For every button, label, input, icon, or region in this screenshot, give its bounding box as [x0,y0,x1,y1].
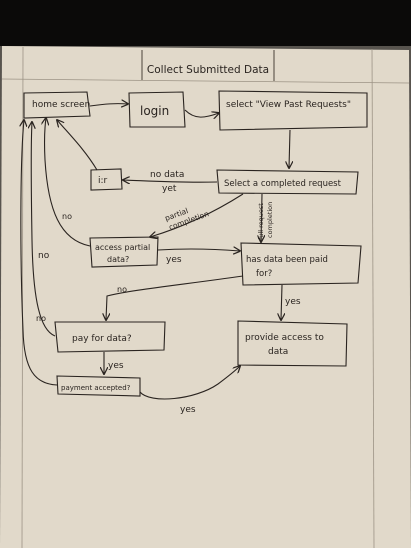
payment-accepted-label: payment accepted? [61,384,131,392]
label-yes-pay: yes [108,361,124,371]
label-yes-access-partial: yes [166,255,182,265]
edge-start-to-home [57,120,98,171]
edge-completed-to-start [123,180,218,182]
label-full-2: completion [266,202,274,238]
label-full-1: full request [257,203,265,240]
edge-payment-to-home [21,120,58,386]
login-label: login [140,104,169,118]
start-label: i:r [98,176,108,186]
edge-login-to-select-view [184,109,219,117]
access-partial-label-1: access partial [95,243,150,252]
has-paid-label-2: for? [256,269,272,279]
provide-access-label-2: data [268,347,288,357]
node-home-screen: home screen [23,91,91,119]
edge-completed-to-access-partial [150,193,244,237]
label-no-left: no [38,251,50,261]
pay-for-data-label: pay for data? [72,334,132,344]
edge-home-to-login [89,104,128,106]
edge-payment-to-provide [139,366,240,400]
has-paid-label-1: has data been paid [246,255,328,265]
edge-select-view-to-completed [289,129,290,168]
edge-access-partial-to-home [45,118,91,247]
node-start: i:r [90,168,123,191]
node-provide-access: provide access to data [237,320,348,367]
label-yes-payment: yes [180,405,196,415]
node-access-partial: access partial data? [89,236,159,268]
node-login: login [128,91,186,128]
node-pay-for-data: pay for data? [54,321,166,353]
label-no-pay: no [36,314,46,323]
select-view-past-label: select "View Past Requests" [226,100,351,110]
label-no-data-2: yet [162,184,177,194]
provide-access-label-1: provide access to [245,333,324,343]
home-screen-label: home screen [32,100,90,110]
access-partial-label-2: data? [107,255,129,264]
edge-completed-to-has-paid [261,193,262,242]
edge-access-partial-to-has-paid [157,249,240,251]
label-no-access-partial: no [62,212,72,221]
diagram-title: Collect Submitted Data [147,64,269,76]
node-has-paid: has data been paid for? [240,242,362,286]
edge-has-paid-to-pay [106,275,244,320]
node-payment-accepted: payment accepted? [56,375,141,397]
select-completed-label: Select a completed request [224,179,342,189]
edge-has-paid-to-provide [281,284,282,320]
header-rule [1,78,410,84]
label-yes-paid: yes [285,297,301,307]
node-select-completed: Select a completed request [216,169,359,195]
label-no-paid: no [117,285,127,294]
right-margin-line [371,48,375,548]
edge-pay-to-home [31,122,56,337]
label-no-data-1: no data [150,170,184,180]
